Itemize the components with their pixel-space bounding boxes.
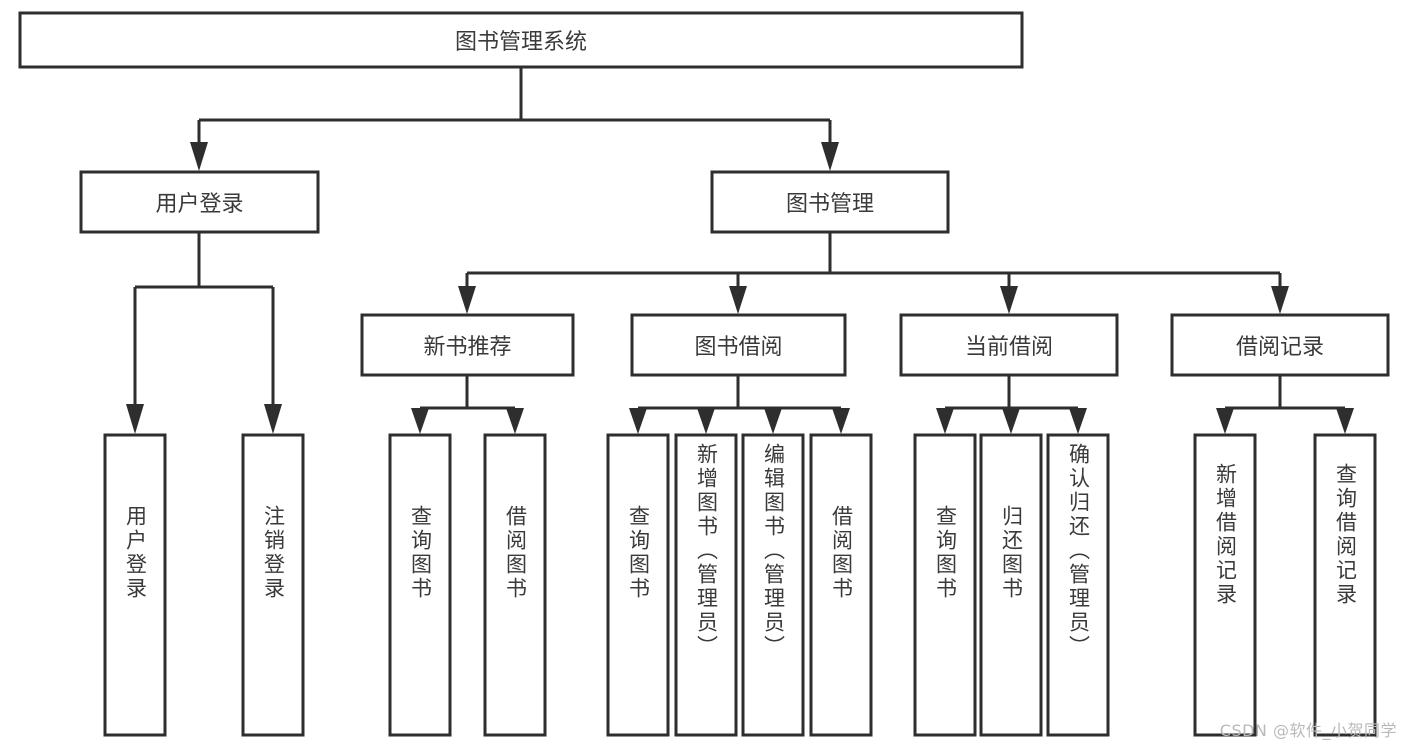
arrow-to-leaf-user-login [126,404,144,434]
node-box-leaf-query-book-1[interactable] [388,433,452,737]
node-box-leaf-confirm-return[interactable] [1046,433,1110,737]
arrow-to-leaf-return-book [1002,408,1020,434]
connector-book-borrow-to-leaves [629,375,850,434]
node-box-leaf-user-login[interactable] [103,433,167,737]
node-box-leaf-user-logout[interactable] [241,433,305,737]
arrow-to-leaf-add-record [1216,408,1234,434]
arrow-to-book-borrow [729,286,747,314]
node-box-borrow-record[interactable] [1170,313,1390,377]
node-box-book-management[interactable] [710,170,950,234]
node-box-leaf-query-record[interactable] [1313,433,1377,737]
node-box-new-book-recommend[interactable] [360,313,575,377]
arrow-to-leaf-query-book-1 [411,408,429,434]
arrow-to-leaf-edit-book [764,408,782,434]
connector-user-login-to-leaves [126,232,282,434]
arrow-to-current-borrow [1000,286,1018,314]
arrow-to-user-login [190,142,208,171]
node-box-leaf-add-record[interactable] [1193,433,1257,737]
connector-book-management-to-level3 [458,232,1289,314]
arrow-to-leaf-user-logout [264,404,282,434]
node-box-book-borrow[interactable] [630,313,847,377]
arrow-to-borrow-record [1271,286,1289,314]
node-box-leaf-query-book-2[interactable] [606,433,670,737]
node-box-root[interactable] [18,11,1024,69]
arrow-to-leaf-confirm-return [1069,408,1087,434]
arrow-to-leaf-add-book [697,408,715,434]
connector-current-borrow-to-leaves [936,375,1087,434]
node-box-current-borrow[interactable] [899,313,1119,377]
arrow-to-new-book-recommend [458,286,476,314]
node-box-leaf-borrow-book-1[interactable] [483,433,547,737]
node-box-leaf-return-book[interactable] [979,433,1043,737]
connector-root-to-level2 [190,67,839,171]
arrow-to-leaf-borrow-book-1 [506,408,524,434]
node-box-user-login[interactable] [79,170,320,234]
node-box-leaf-edit-book[interactable] [741,433,805,737]
node-box-leaf-add-book[interactable] [674,433,738,737]
arrow-to-book-management [821,142,839,171]
connector-new-book-recommend-to-leaves [411,375,524,434]
arrow-to-leaf-query-book-3 [936,408,954,434]
node-box-leaf-query-book-3[interactable] [913,433,977,737]
arrow-to-leaf-query-record [1336,408,1354,434]
connector-borrow-record-to-leaves [1216,375,1354,434]
arrow-to-leaf-borrow-book-2 [832,408,850,434]
node-box-leaf-borrow-book-2[interactable] [809,433,873,737]
arrow-to-leaf-query-book-2 [629,408,647,434]
